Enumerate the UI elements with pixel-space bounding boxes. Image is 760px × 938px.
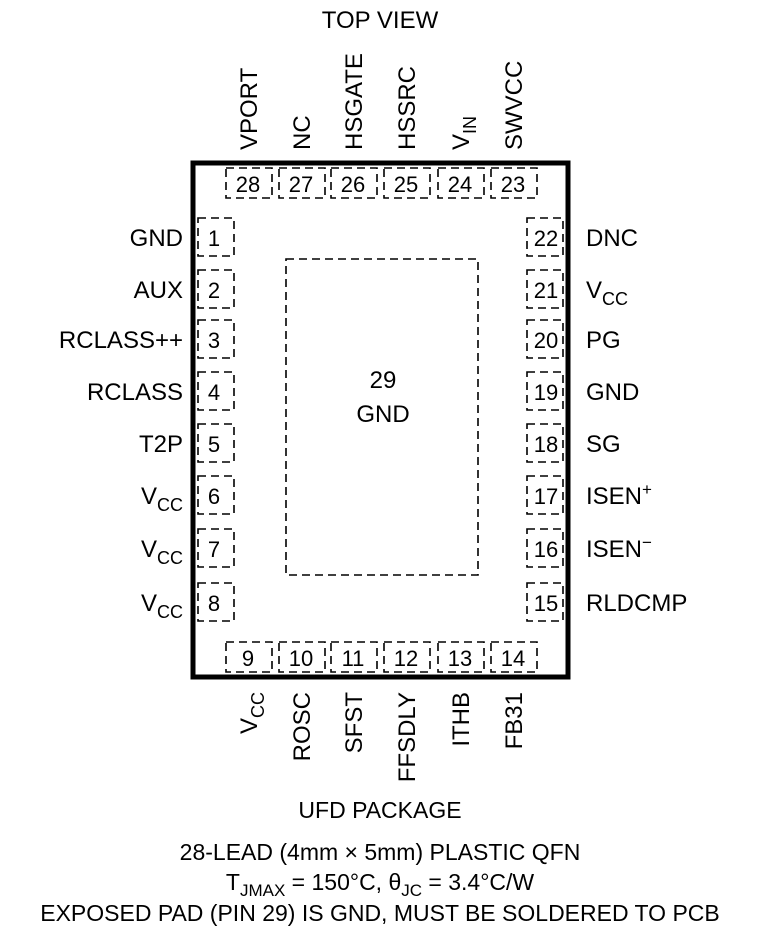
pin-number-15: 15 (534, 591, 558, 616)
pin-number-17: 17 (534, 484, 558, 509)
exposed-pad-outline (285, 258, 479, 576)
package-body (190, 160, 571, 680)
pin-label-6: VCC (141, 483, 183, 515)
pin-number-10: 10 (289, 646, 313, 671)
pin-label-21: VCC (586, 277, 628, 309)
pin-pad-24 (437, 167, 485, 199)
pin-label-28: VPORT (236, 67, 263, 150)
pin-pad-15 (526, 582, 564, 622)
pin-pad-23 (490, 167, 538, 199)
exposed-pad-label: GND (356, 401, 409, 428)
pin-pad-16 (526, 528, 564, 568)
pin-pad-27 (278, 167, 326, 199)
pin-pad-22 (526, 217, 564, 257)
pin-pad-13 (437, 641, 485, 673)
pin-label-15: RLDCMP (586, 590, 687, 617)
pin-label-4: RCLASS (87, 379, 183, 406)
pin-pad-19 (526, 371, 564, 411)
pin-number-27: 27 (289, 172, 313, 197)
pin-label-17: ISEN+ (586, 480, 652, 510)
pin-number-6: 6 (208, 484, 220, 509)
pin-pad-28 (225, 167, 273, 199)
pin-label-12: FFSDLY (394, 692, 421, 782)
pin-label-23: SWVCC (501, 61, 528, 150)
caption-package: UFD PACKAGE (298, 797, 461, 823)
pin-pad-12 (383, 641, 431, 673)
pin-label-8: VCC (141, 590, 183, 622)
pin-label-5: T2P (139, 431, 183, 458)
pin-label-22: DNC (586, 225, 638, 252)
pin-label-7: VCC (141, 536, 183, 568)
pin-number-20: 20 (534, 328, 558, 353)
pin-number-4: 4 (208, 380, 220, 405)
pin-number-12: 12 (394, 646, 418, 671)
pin-number-25: 25 (394, 172, 418, 197)
pin-pad-8 (197, 582, 235, 622)
pin-label-3: RCLASS++ (59, 327, 183, 354)
pin-number-7: 7 (208, 537, 220, 562)
pin-number-13: 13 (448, 646, 472, 671)
pin-label-9: VCC (236, 692, 268, 734)
pin-label-26: HSGATE (341, 53, 368, 150)
caption-thermal: TJMAX = 150°C, θJC = 3.4°C/W (226, 869, 535, 900)
pin-pad-25 (383, 167, 431, 199)
exposed-pad-number: 29 (370, 367, 397, 394)
pin-pad-21 (526, 269, 564, 309)
pin-number-28: 28 (236, 172, 260, 197)
pin-pad-5 (197, 423, 235, 463)
caption-exposed-pad: EXPOSED PAD (PIN 29) IS GND, MUST BE SOL… (40, 900, 720, 926)
pin-label-24: VIN (448, 116, 480, 150)
pin-number-14: 14 (501, 646, 525, 671)
pin-pad-1 (197, 217, 235, 257)
pin-label-27: NC (289, 115, 316, 150)
pin-label-1: GND (130, 225, 183, 252)
pin-pad-2 (197, 269, 235, 309)
pin-pad-6 (197, 475, 235, 515)
pin-number-18: 18 (534, 432, 558, 457)
caption-lead: 28-LEAD (4mm × 5mm) PLASTIC QFN (180, 839, 581, 865)
pin-label-11: SFST (341, 692, 368, 754)
pin-pad-9 (225, 641, 273, 673)
view-label: TOP VIEW (322, 7, 439, 34)
pin-number-2: 2 (208, 278, 220, 303)
pin-label-20: PG (586, 327, 621, 354)
pin-label-13: ITHB (448, 692, 475, 747)
pin-pad-26 (330, 167, 378, 199)
pin-number-5: 5 (208, 432, 220, 457)
pin-pad-11 (330, 641, 378, 673)
pin-number-22: 22 (534, 226, 558, 251)
pin-pad-20 (526, 319, 564, 359)
pin-number-24: 24 (448, 172, 472, 197)
pin-pad-18 (526, 423, 564, 463)
pin-number-26: 26 (341, 172, 365, 197)
pin-pad-14 (490, 641, 538, 673)
pin-label-25: HSSRC (394, 66, 421, 150)
pin-label-18: SG (586, 431, 621, 458)
pin-pad-4 (197, 371, 235, 411)
pin-number-19: 19 (534, 380, 558, 405)
pins-group: 1GND2AUX3RCLASS++4RCLASS5T2P6VCC7VCC8VCC… (59, 53, 687, 782)
pin-label-16: ISEN− (586, 533, 652, 563)
pin-label-14: FB31 (501, 692, 528, 749)
caption: UFD PACKAGE 28-LEAD (4mm × 5mm) PLASTIC … (40, 797, 720, 926)
pin-label-10: ROSC (289, 692, 316, 761)
pin-pad-7 (197, 528, 235, 568)
pin-number-21: 21 (534, 278, 558, 303)
pin-number-23: 23 (501, 172, 525, 197)
pin-number-8: 8 (208, 591, 220, 616)
pin-number-9: 9 (242, 646, 254, 671)
pin-pad-17 (526, 475, 564, 515)
pin-pad-3 (197, 319, 235, 359)
pin-label-2: AUX (134, 277, 183, 304)
pin-number-3: 3 (208, 328, 220, 353)
pin-number-16: 16 (534, 537, 558, 562)
pin-pad-10 (278, 641, 326, 673)
pin-label-19: GND (586, 379, 639, 406)
pin-number-1: 1 (208, 226, 220, 251)
pin-number-11: 11 (342, 646, 365, 671)
